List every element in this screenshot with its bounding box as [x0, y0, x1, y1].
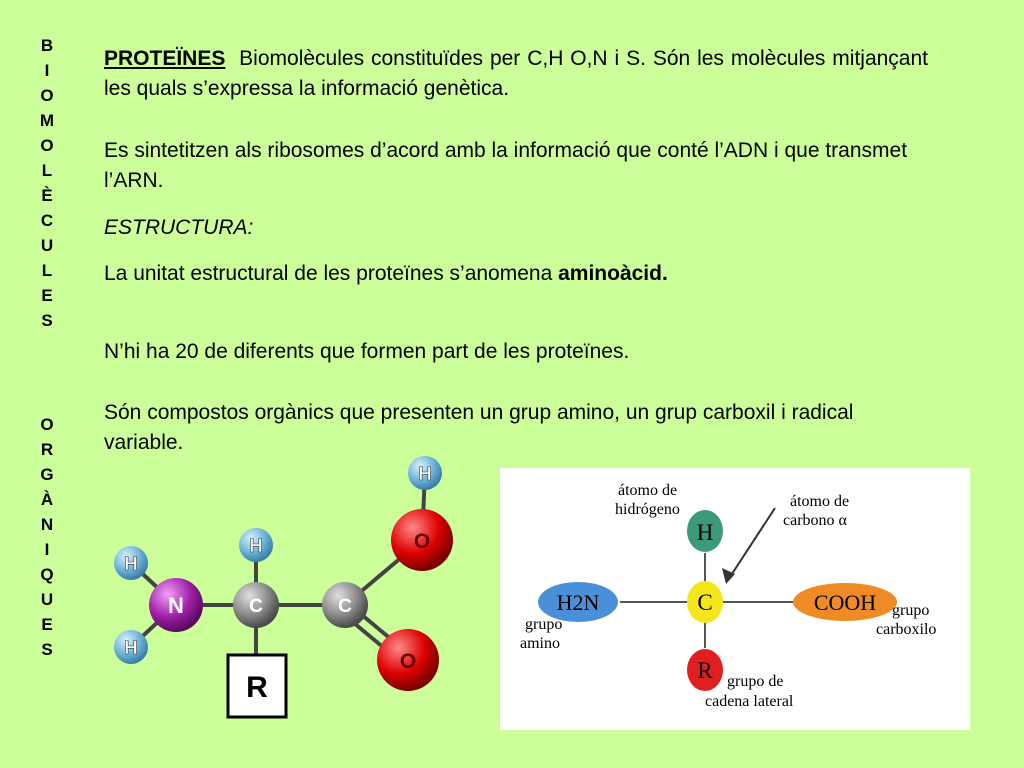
biomolecules-letter: B — [40, 36, 54, 55]
aminoacid-ball-stick-diagram: H H N H C C H O O R — [114, 456, 453, 719]
h2n-node: H2N — [538, 582, 618, 622]
cooh-node: COOH — [793, 583, 897, 621]
label-carbon-alpha-2: carbono α — [783, 512, 848, 529]
label-hydrogen-atom-1: átomo de — [618, 482, 677, 499]
biomolecules-letter: M — [39, 111, 55, 130]
c-node: C — [687, 581, 723, 623]
svg-text:H: H — [697, 520, 714, 545]
label-amino-group-2: amino — [520, 635, 560, 652]
biomolecules-letter: È — [41, 186, 53, 205]
svg-text:R: R — [697, 658, 713, 683]
organic-letter: À — [40, 490, 54, 509]
svg-text:H: H — [249, 536, 263, 557]
aminoacid-term: aminoàcid. — [558, 262, 668, 285]
alpha-carbon-atom: C — [233, 582, 279, 628]
carboxyl-carbon-atom: C — [322, 582, 368, 628]
svg-text:H: H — [418, 464, 432, 485]
svg-text:O: O — [400, 650, 416, 673]
carbon-alpha-arrow — [727, 507, 776, 581]
molecule-bonds — [129, 472, 427, 665]
oxygen-carbonyl-atom: O — [377, 629, 439, 691]
biomolecules-letter: L — [41, 161, 53, 180]
biomolecules-letter: S — [41, 311, 53, 330]
label-carboxyl-group-2: carboxilo — [876, 621, 936, 638]
biomolecules-letter: C — [40, 211, 54, 230]
biomolecules-letter: I — [44, 61, 50, 80]
intro-paragraph: PROTEÏNES Biomolècules constituïdes per … — [104, 44, 928, 104]
svg-text:C: C — [697, 590, 712, 615]
label-carbon-alpha-1: átomo de — [790, 493, 849, 510]
synthesis-paragraph: Es sintetitzen als ribosomes d’acord amb… — [104, 139, 908, 192]
organic-letter: O — [40, 415, 54, 434]
organic-letter: R — [40, 440, 54, 459]
h-alpha-atom: H — [239, 528, 273, 562]
biomolecules-letter: O — [40, 136, 54, 155]
organic-letter: U — [40, 590, 54, 609]
twenty-types-paragraph: N’hi ha 20 de diferents que formen part … — [104, 340, 630, 363]
organic-letter: G — [40, 465, 54, 484]
svg-text:H2N: H2N — [557, 590, 600, 615]
svg-text:H: H — [124, 554, 138, 575]
aminoacid-schematic-diagram: H2N C H COOH R átomo de hidrógeno átomo … — [500, 468, 970, 730]
h-hydroxyl-atom: H — [408, 456, 442, 490]
organic-letter: Q — [40, 565, 54, 584]
h-left-top-atom: H — [114, 546, 148, 580]
label-amino-group-1: grupo — [525, 616, 562, 633]
svg-text:H: H — [124, 638, 138, 659]
svg-text:O: O — [414, 530, 430, 553]
svg-text:COOH: COOH — [814, 590, 876, 615]
h-node: H — [687, 510, 723, 552]
structure-heading: ESTRUCTURA: — [104, 216, 254, 239]
intro-text: Biomolècules constituïdes per C,H O,N i … — [104, 47, 928, 100]
organic-letter: I — [44, 540, 50, 559]
schematic-bonds — [620, 553, 800, 648]
biomolecules-letter: L — [41, 261, 53, 280]
nitrogen-atom: N — [149, 578, 203, 632]
structural-unit-text: La unitat estructural de les proteïnes s… — [104, 262, 559, 285]
label-side-chain-2: cadena lateral — [705, 693, 794, 710]
r-node: R — [687, 649, 723, 691]
organic-compounds-paragraph: Són compostos orgànics que presenten un … — [104, 401, 854, 454]
structural-unit-paragraph: La unitat estructural de les proteïnes s… — [104, 259, 928, 289]
label-side-chain-1: grupo de — [727, 673, 783, 690]
label-hydrogen-atom-2: hidrógeno — [615, 501, 680, 518]
oxygen-hydroxyl-atom: O — [391, 509, 453, 571]
label-carboxyl-group-1: grupo — [892, 602, 929, 619]
h-left-bottom-atom: H — [114, 630, 148, 664]
organic-letter: E — [41, 615, 53, 634]
svg-text:R: R — [246, 671, 268, 704]
svg-text:C: C — [249, 596, 263, 617]
biomolecules-letter: O — [40, 86, 54, 105]
biomolecules-letter: U — [40, 236, 54, 255]
svg-text:C: C — [338, 596, 352, 617]
biomolecules-letter: E — [41, 286, 53, 305]
title-word: PROTEÏNES — [104, 47, 226, 70]
r-group-box: R — [226, 653, 288, 719]
organic-letter: S — [41, 640, 53, 659]
arrow-head-icon — [722, 568, 735, 584]
svg-text:N: N — [168, 593, 184, 618]
organic-letter: N — [40, 515, 54, 534]
